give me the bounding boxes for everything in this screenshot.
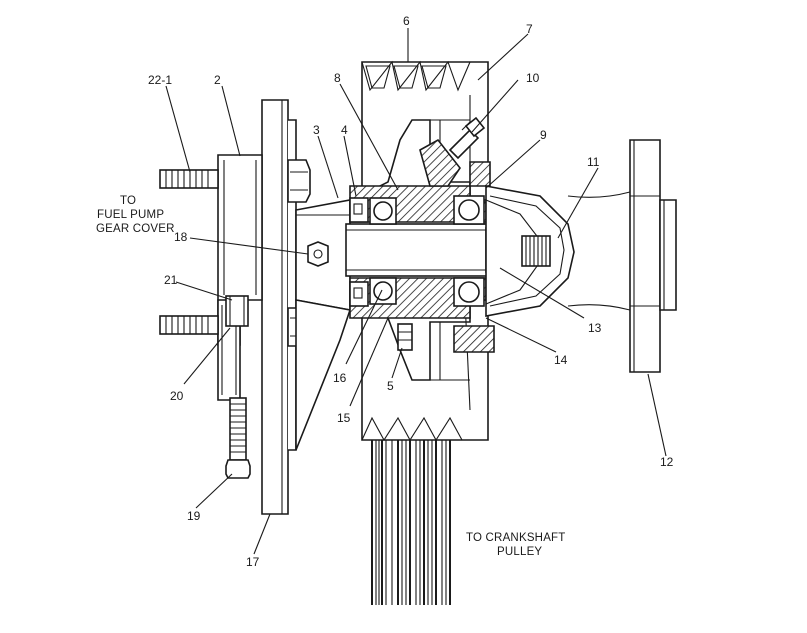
callout-4: 4 xyxy=(341,123,348,137)
callout-8: 8 xyxy=(334,71,341,85)
spindle-shaft xyxy=(345,223,505,277)
lube-fitting xyxy=(448,116,486,160)
callout-10: 10 xyxy=(526,71,540,85)
callout-7: 7 xyxy=(526,22,533,36)
nut-upper xyxy=(287,159,311,203)
callout-17: 17 xyxy=(246,555,260,569)
fuel-pump-note-line2: FUEL PUMP xyxy=(97,209,164,221)
callout-13: 13 xyxy=(588,321,602,335)
adjusting-screw xyxy=(225,397,251,479)
bearing-front-upper xyxy=(369,197,397,225)
bearing-rear-lower xyxy=(453,277,485,307)
fuel-pump-note-line1: TO xyxy=(120,195,136,207)
callout-16: 16 xyxy=(333,371,347,385)
callout-3: 3 xyxy=(313,123,320,137)
mounting-stud-lower xyxy=(159,315,219,335)
fuel-pump-note-line3: GEAR COVER xyxy=(96,223,175,235)
support-bracket xyxy=(217,154,263,401)
bearing-front-lower xyxy=(369,277,397,305)
callout-22-1: 22-1 xyxy=(148,73,172,87)
v-belts-lower xyxy=(371,430,451,605)
callout-21: 21 xyxy=(164,273,178,287)
callout-19: 19 xyxy=(187,509,201,523)
callout-2: 2 xyxy=(214,73,221,87)
callout-11: 11 xyxy=(587,155,600,169)
crankshaft-note-line1: TO CRANKSHAFT xyxy=(466,532,566,544)
crankshaft-note: TO CRANKSHAFT PULLEY xyxy=(466,532,566,558)
adjuster-screw xyxy=(521,235,551,267)
callout-20: 20 xyxy=(170,389,184,403)
bearing-rear-upper xyxy=(453,195,485,225)
grease-fitting xyxy=(307,241,329,267)
callout-12: 12 xyxy=(660,455,674,469)
callout-15: 15 xyxy=(337,411,351,425)
callout-18: 18 xyxy=(174,230,188,244)
crankshaft-note-line2: PULLEY xyxy=(497,546,542,558)
fuel-pump-note: TO FUEL PUMP GEAR COVER xyxy=(96,195,175,235)
callout-9: 9 xyxy=(540,128,547,142)
callout-5: 5 xyxy=(387,379,394,393)
mounting-stud-upper xyxy=(159,169,219,189)
fan-hub-flange xyxy=(567,139,677,373)
leader-lines xyxy=(165,28,667,555)
callout-6: 6 xyxy=(403,14,410,28)
jam-nut xyxy=(225,295,249,327)
seal-upper xyxy=(349,197,369,223)
callout-14: 14 xyxy=(554,353,568,367)
pulley-bolt xyxy=(397,323,413,351)
callout-labels: 6 7 22-1 2 8 10 3 4 9 11 18 21 13 14 16 … xyxy=(148,14,674,569)
seal-lower xyxy=(349,281,369,307)
